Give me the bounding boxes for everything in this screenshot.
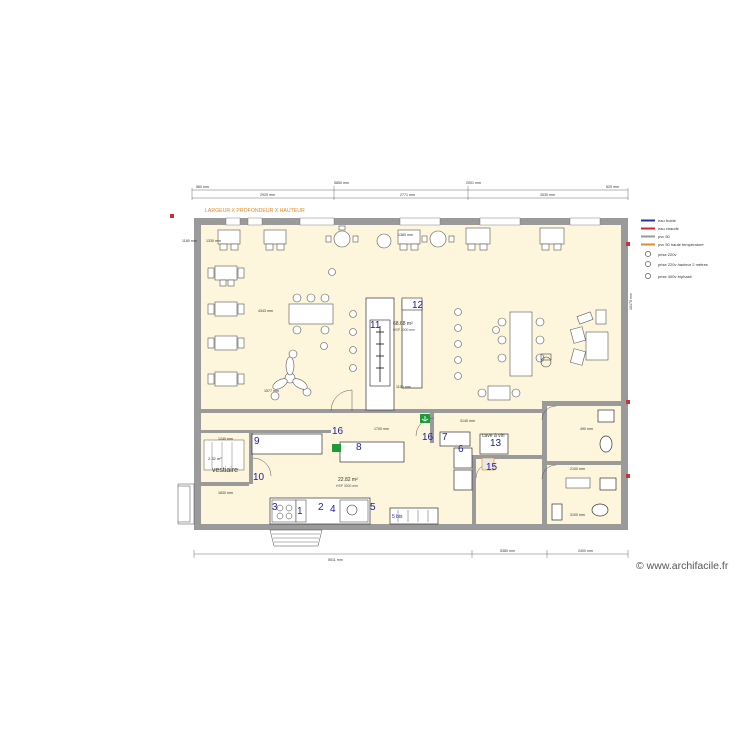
bottom-dimension-line: 5511 mm 5380 mm 2400 mm [193,549,629,562]
plan-number-16b: 16 [422,432,434,443]
dim-inner-12: 10170 mm [629,293,633,310]
dim-inner-8: 1830 mm [218,491,233,495]
round-table [325,225,359,248]
entrance-steps [269,529,323,547]
plan-number-13: 13 [490,438,502,449]
plan-number-6: 6 [458,444,464,455]
top-dimension-line: 560 mm 2920 mm 5850 mm 2771 mm 2001 mm 3… [191,181,629,200]
main-area-label: 68.68 m² [393,321,413,327]
bathroom-fixtures [551,409,617,521]
table [207,265,245,287]
table [207,371,245,387]
round-table [376,233,392,249]
table [465,227,491,251]
dim-inner-10: 3100 mm [570,513,585,517]
network-legend-label: eau chaude [658,226,680,231]
inner-dimensions: 1330 mm 1380 mm 4343 mm 1577 mm 1100 mm … [182,233,633,517]
table [570,309,609,366]
table [397,229,421,251]
plan-number-11: 11 [370,320,381,331]
dim-inner-13: 1180 mm [182,239,197,243]
outlet-icon [645,251,651,257]
plan-number-16a: 16 [332,426,344,437]
table [288,293,334,335]
plan-number-3: 3 [272,502,278,513]
plan-number-8: 8 [356,442,362,453]
outlet-3phase-icon [645,273,651,279]
dim-top-2: 5850 mm [334,181,349,185]
outlet-high-icon [645,261,651,267]
dim-top-6: 620 mm [606,185,619,189]
dining-furniture [207,225,609,401]
kitchen-area-label: 22.82 m² [338,477,358,483]
dim-inner-4: 1100 mm [396,385,411,389]
plan-number-9: 9 [254,436,260,447]
network-legend-label: pvc 50 haute température [658,242,704,247]
dim-inner-5: 1700 mm [374,427,389,431]
entrance-door [177,483,195,525]
dim-bottom-1: 5380 mm [500,549,515,553]
dim-inner-6: 3140 mm [460,419,475,423]
dim-inner-7: 1240 mm [218,437,233,441]
exit-sign-icon [332,414,430,452]
table [207,301,245,317]
plan-number-15: 15 [486,462,498,473]
table [263,229,287,251]
plan-number-12: 12 [412,300,424,311]
dim-inner-11: 490 mm [580,427,593,431]
dim-inner-3: 1577 mm [264,389,279,393]
kitchen-equipment [203,431,509,525]
dim-bottom-2: 2400 mm [578,549,593,553]
plan-number-10: 10 [253,472,265,483]
wheelchair-icon [540,353,552,368]
stool [320,268,500,350]
plan-equipment-numbers: 1 2 3 4 5 6 7 8 9 10 11 12 13 15 16 16 [253,300,502,517]
dim-bottom-0: 5511 mm [328,558,343,562]
table [539,227,565,251]
vestiaire-area-label: 2.32 m² [208,456,222,461]
dim-top-4: 2001 mm [466,181,481,185]
round-table [421,230,455,248]
dim-top-3: 2771 mm [400,193,415,197]
dim-inner-1: 1380 mm [398,233,413,237]
plan-number-1: 1 [297,506,303,517]
dim-top-0: 560 mm [196,185,209,189]
vestiaire-label: vestiaire [212,467,238,474]
table [477,385,521,401]
dim-top-1: 2920 mm [260,193,275,197]
round-table [270,349,312,401]
dim-inner-9: 2100 mm [570,467,585,471]
network-legend-label: prise 400v triphasé [658,274,693,279]
network-legend-label: prise 220v hauteur 2 mètres [658,262,708,267]
plan-number-2: 2 [318,502,324,513]
five-bis-label: 5 bis [392,514,403,520]
side-markers [170,214,630,478]
table [207,335,245,351]
network-legend-label: prise 220v [658,252,676,257]
watermark: © www.archifacile.fr [636,560,729,572]
network-legend: eau froide eau chaude pvc 50 pvc 50 haute t… [641,218,708,279]
header-note: LARGEUR X PROFONDEUR X HAUTEUR [205,208,305,214]
kitchen-area-sub: HSP 3000 mm [336,484,358,488]
main-area-sub: HSP 3000 mm [393,328,415,332]
network-legend-label: eau froide [658,218,677,223]
dim-inner-2: 4343 mm [258,309,273,313]
stool [349,308,462,380]
plan-number-5: 5 [370,502,376,513]
plan-number-7: 7 [442,432,448,443]
plan-number-4: 4 [330,504,336,515]
bar-counter [365,297,423,411]
dim-top-5: 3530 mm [540,193,555,197]
cave-a-vin-label: cave à vin [482,433,505,439]
table [217,229,241,251]
network-legend-label: pvc 50 [658,234,671,239]
table [497,311,545,377]
dim-inner-0: 1330 mm [206,239,221,243]
